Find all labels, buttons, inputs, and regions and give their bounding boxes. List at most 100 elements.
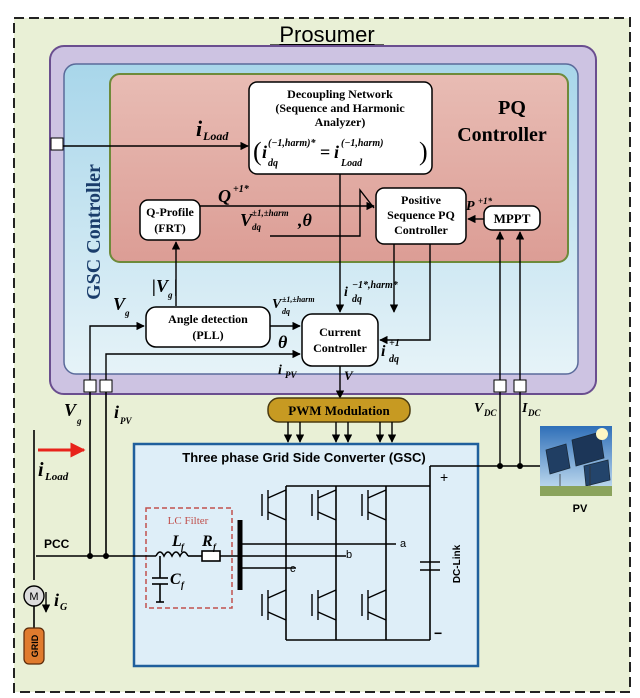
dc-plus: + (440, 469, 448, 485)
pwm-modulation-label: PWM Modulation (288, 403, 390, 418)
pv-label: PV (573, 503, 588, 515)
pwm-gate-arrows (283, 422, 397, 443)
svg-text:I: I (521, 401, 528, 416)
svg-text:|V: |V (152, 276, 170, 296)
svg-text:i: i (381, 343, 386, 360)
svg-text:dq: dq (268, 158, 278, 169)
gsc-converter-box (132, 442, 480, 668)
angle-detection-line-1: Angle detection (168, 312, 248, 326)
svg-text:Load: Load (340, 158, 363, 169)
decoupling-equation: ( i (−1,harm)* dq = i (−1,harm) Load ) (253, 137, 428, 169)
decoupling-line-3: Analyzer) (315, 115, 366, 129)
svg-text:g: g (76, 416, 82, 426)
pwm-modulation-box (267, 397, 411, 423)
svg-text:±1,±harm: ±1,±harm (282, 295, 315, 304)
q-profile-box (139, 199, 201, 241)
pq-controller-label-2: Controller (457, 124, 547, 146)
svg-text:i: i (114, 402, 119, 422)
svg-text:−1*,harm*: −1*,harm* (352, 280, 399, 291)
svg-text:i: i (38, 459, 44, 481)
positive-seq-line-2: Sequence PQ (387, 208, 455, 222)
svg-text:(: ( (253, 137, 262, 166)
svg-text:DC: DC (483, 408, 497, 418)
svg-text:±1,±harm: ±1,±harm (252, 208, 289, 218)
svg-text:f: f (181, 542, 185, 552)
svg-text:+1: +1 (389, 338, 400, 349)
pv-ground (540, 486, 612, 496)
svg-text:dq: dq (389, 354, 399, 365)
svg-text:i: i (334, 142, 339, 162)
lc-filter-box (145, 507, 233, 609)
angle-detection-box (145, 306, 271, 348)
pq-controller-label-1: PQ (498, 97, 526, 119)
svg-text:V: V (272, 297, 283, 312)
positive-seq-line-3: Controller (394, 223, 448, 237)
mppt-label: MPPT (494, 211, 531, 226)
svg-text:i: i (196, 116, 203, 141)
angle-detection-line-2: (PLL) (192, 328, 223, 342)
svg-text:i: i (344, 285, 348, 300)
gsc-converter-title: Three phase Grid Side Converter (GSC) (182, 450, 425, 465)
svg-text:,θ: ,θ (297, 210, 313, 230)
positive-seq-box (375, 187, 467, 245)
sun (596, 428, 608, 440)
grid-block (23, 627, 45, 665)
controller-signal-lines (54, 141, 525, 399)
svg-text:): ) (419, 137, 428, 166)
q-profile-line-1: Q-Profile (146, 205, 194, 219)
svg-text:V: V (344, 368, 354, 383)
svg-text:(−1,harm)*: (−1,harm)* (268, 138, 316, 149)
node-c: c (290, 563, 296, 575)
svg-text:(−1,harm): (−1,harm) (341, 138, 383, 149)
motor-label: M (29, 591, 38, 603)
node-a: a (400, 538, 407, 550)
svg-text:|: | (174, 276, 178, 296)
sensor-blocks (50, 137, 527, 393)
svg-text:R: R (201, 533, 213, 550)
svg-text:f: f (213, 542, 217, 552)
lc-filter-label: LC Filter (168, 515, 209, 527)
svg-text:i: i (262, 142, 267, 162)
svg-text:G: G (60, 602, 68, 613)
dc-link-label: DC-Link (452, 544, 463, 583)
svg-text:V: V (64, 400, 78, 420)
svg-text:PV: PV (285, 370, 297, 380)
svg-text:dq: dq (352, 294, 362, 305)
svg-text:V: V (240, 210, 254, 230)
pcc-label: PCC (44, 537, 70, 551)
svg-text:θ: θ (278, 332, 288, 352)
svg-text:g: g (124, 308, 130, 318)
power-circuit (33, 392, 540, 641)
gsc-controller-label: GSC Controller (83, 164, 105, 300)
svg-text:PV: PV (120, 416, 132, 426)
svg-text:=: = (320, 142, 330, 162)
svg-text:f: f (181, 580, 185, 590)
svg-text:i: i (278, 363, 282, 378)
pv-panels (545, 431, 611, 492)
svg-text:DC: DC (527, 408, 541, 418)
current-controller-line-2: Controller (313, 341, 367, 355)
svg-text:P: P (466, 199, 475, 214)
decoupling-line-1: Decoupling Network (287, 87, 393, 101)
igbt-switches (261, 489, 387, 621)
mppt-box (483, 205, 541, 231)
dc-minus: − (434, 625, 442, 641)
svg-text:Q: Q (218, 186, 231, 206)
svg-text:i: i (54, 590, 59, 610)
node-b: b (346, 549, 352, 561)
current-controller-box (301, 313, 379, 367)
q-profile-line-2: (FRT) (154, 221, 186, 235)
svg-text:+1*: +1* (478, 196, 493, 206)
grid-label: GRID (30, 634, 40, 657)
svg-text:V: V (113, 294, 127, 314)
svg-text:dq: dq (252, 222, 262, 232)
svg-text:Load: Load (202, 129, 229, 143)
decoupling-line-2: (Sequence and Harmonic (275, 101, 405, 115)
svg-text:+1*: +1* (233, 184, 250, 195)
